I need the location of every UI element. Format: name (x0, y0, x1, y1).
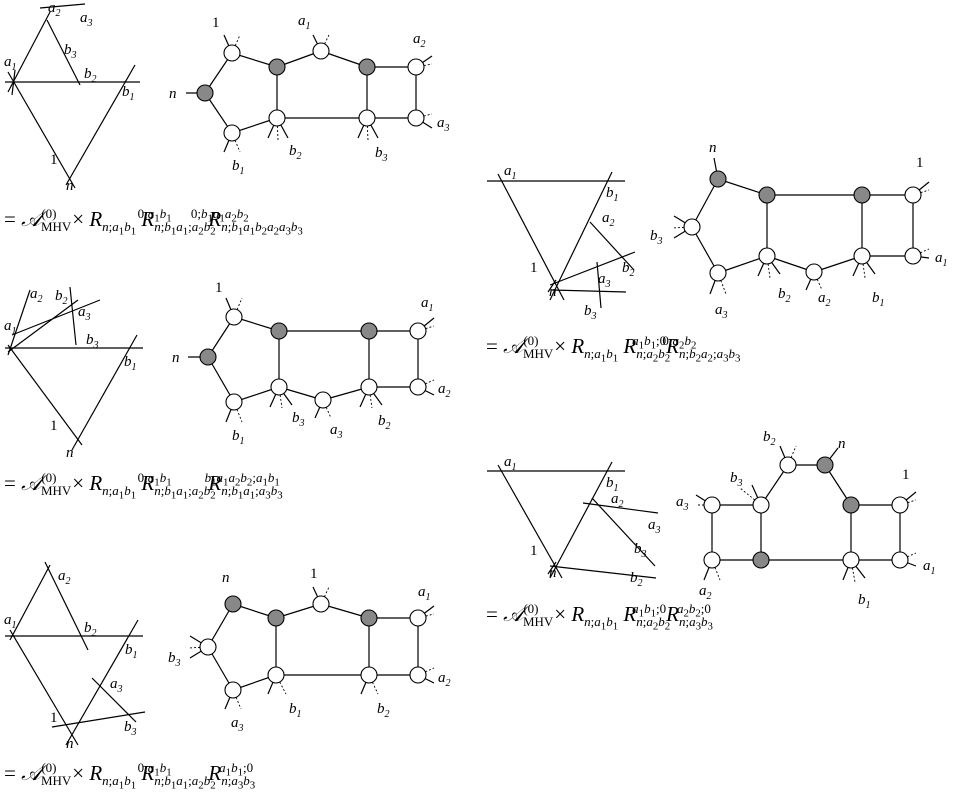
p4-label-n: n (549, 284, 557, 300)
graph2-label-b3: b3 (292, 410, 305, 429)
p4-label-1: 1 (530, 260, 538, 276)
label-b1: b1 (122, 84, 135, 103)
p2-label-b3: b3 (86, 332, 99, 351)
p5-label-1: 1 (530, 543, 538, 559)
graph1-label-b2: b2 (289, 143, 302, 162)
p2-label-b1: b1 (124, 354, 137, 373)
graph1-label-b1: b1 (232, 158, 245, 177)
graph5-label-b3: b3 (730, 470, 743, 489)
p3-label-n: n (66, 736, 74, 752)
graph3-label-a1: a1 (418, 584, 431, 603)
graph4-label-a3: a3 (715, 302, 728, 321)
label-a1: a1 (4, 54, 17, 73)
graph5-label-n: n (838, 436, 846, 452)
graph2-label-1: 1 (215, 280, 223, 296)
formula-4: = 𝒜MHV(0) × Rn;a1b1 Rn;a2b2a1b1;0Rn;b2a2… (486, 333, 741, 365)
p4-label-b1: b1 (606, 185, 619, 204)
graph5-label-a2: a2 (699, 583, 712, 602)
graph1-label-1: 1 (212, 15, 220, 31)
p4-label-a1: a1 (504, 163, 517, 182)
label-a2: a2 (48, 0, 61, 19)
p4-label-b2: b2 (622, 260, 635, 279)
p3-label-a2: a2 (58, 568, 71, 587)
p5-label-b3: b3 (634, 541, 647, 560)
p4-label-a3: a3 (598, 271, 611, 290)
graph2-label-a1: a1 (421, 295, 434, 314)
p2-label-a1: a1 (4, 318, 17, 337)
p2-label-1: 1 (50, 418, 58, 434)
label-1: 1 (50, 152, 58, 168)
momentum-twistor-diagram-5 (487, 461, 659, 579)
graph4-label-b1: b1 (872, 290, 885, 309)
p5-label-b2: b2 (630, 570, 643, 589)
label-b3: b3 (64, 42, 77, 61)
graph1-label-a2: a2 (413, 31, 426, 50)
p5-label-a2: a2 (611, 491, 624, 510)
p4-label-a2: a2 (602, 210, 615, 229)
graph5-label-1: 1 (902, 467, 910, 483)
graph1-label-a3: a3 (437, 115, 450, 134)
formula-1: = 𝒜MHV(0) × Rn;a1b1 Rn;b1a1;a2b20;a1b1 R… (4, 206, 303, 238)
p2-label-a2: a2 (30, 286, 43, 305)
graph3-label-a3: a3 (231, 715, 244, 734)
graph5-label-b1: b1 (858, 592, 871, 611)
on-shell-graph-3 (187, 586, 435, 710)
p3-label-b1: b1 (125, 642, 138, 661)
p3-label-a3: a3 (110, 676, 123, 695)
graph3-label-a2: a2 (438, 670, 451, 689)
graph5-label-a3: a3 (676, 494, 689, 513)
momentum-twistor-diagram-1 (5, 3, 140, 189)
graph2-label-a3: a3 (330, 422, 343, 441)
graph1-label-b3: b3 (375, 145, 388, 164)
graph3-label-b3: b3 (168, 650, 181, 669)
label-b2: b2 (84, 66, 97, 85)
graph3-label-b2: b2 (377, 701, 390, 720)
graph4-label-1: 1 (916, 155, 924, 171)
p3-label-b3: b3 (124, 719, 137, 738)
graph4-label-b2: b2 (778, 286, 791, 305)
graph4-label-b3: b3 (650, 228, 663, 247)
on-shell-graph-5 (695, 445, 917, 583)
p5-label-n: n (549, 565, 557, 581)
graph4-label-n: n (709, 140, 717, 156)
graph3-label-b1: b1 (289, 701, 302, 720)
formula-2: = 𝒜MHV(0) × Rn;a1b1 Rn;b1a1;a2b20;a1b1 R… (4, 470, 283, 502)
p3-label-1: 1 (50, 710, 58, 726)
p5-label-a3: a3 (648, 517, 661, 536)
formula-3: = 𝒜MHV(0) × Rn;a1b1 Rn;b1a1;a2b20;a1b1 R… (4, 760, 256, 792)
graph5-label-a1: a1 (923, 558, 936, 577)
graph2-label-a2: a2 (438, 381, 451, 400)
graph5-label-b2: b2 (763, 429, 776, 448)
p4-label-b3: b3 (584, 303, 597, 322)
p2-label-b2: b2 (55, 288, 68, 307)
on-shell-graph-2 (188, 297, 435, 423)
on-shell-graph-4 (671, 157, 930, 295)
momentum-twistor-diagram-4 (487, 171, 636, 309)
graph2-label-n: n (172, 350, 180, 366)
graph2-label-b2: b2 (378, 413, 391, 432)
formula-5: = 𝒜MHV(0) × Rn;a1b1 Rn;a2b2a1b1;0Rn;a3b3… (486, 601, 713, 633)
graph1-label-n: n (169, 86, 177, 102)
graph1-label-a1: a1 (298, 13, 311, 32)
graph3-label-1: 1 (310, 566, 318, 582)
on-shell-graph-1 (186, 34, 433, 153)
p2-label-a3: a3 (78, 304, 91, 323)
label-n: n (66, 178, 74, 194)
p3-label-a1: a1 (4, 612, 17, 631)
momentum-twistor-diagram-2 (5, 286, 143, 451)
momentum-twistor-diagram-3 (5, 561, 146, 746)
p5-label-b1: b1 (606, 475, 619, 494)
graph4-label-a2: a2 (818, 290, 831, 309)
p3-label-b2: b2 (84, 620, 97, 639)
label-a3: a3 (80, 10, 93, 29)
p2-label-n: n (66, 445, 74, 461)
p5-label-a1: a1 (504, 454, 517, 473)
graph3-label-n: n (222, 570, 230, 586)
graph4-label-a1: a1 (935, 250, 948, 269)
graph2-label-b1: b1 (232, 428, 245, 447)
